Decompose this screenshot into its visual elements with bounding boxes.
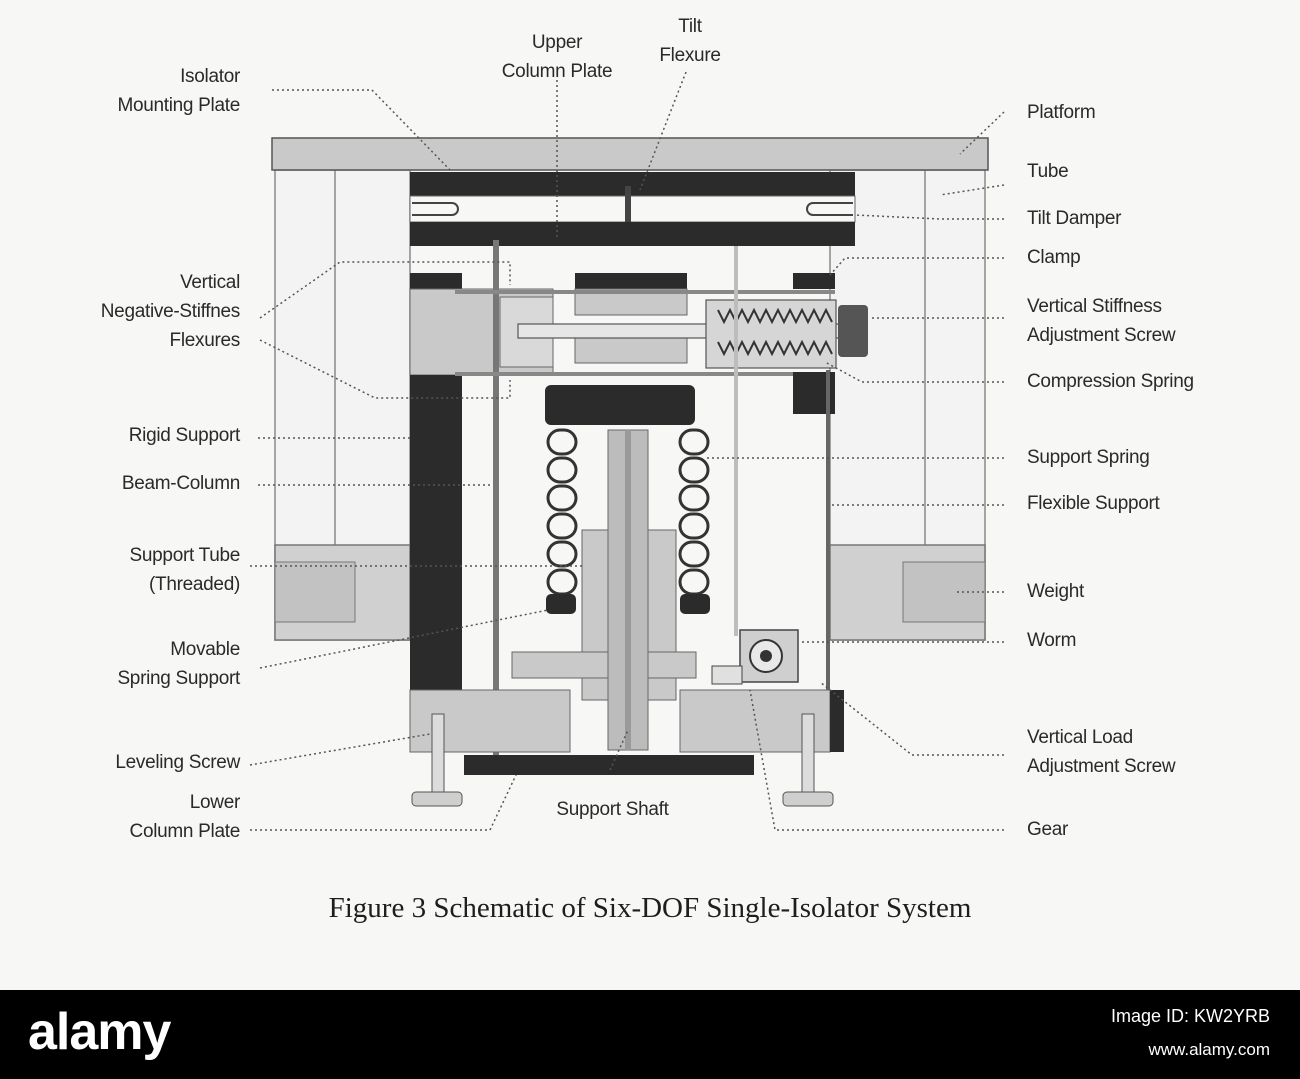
weight-right-block [902,561,986,623]
label-flexible-support: Flexible Support [1027,493,1160,514]
label-tube: Tube [1027,161,1069,182]
spring-seat-left [546,594,576,614]
label-support-spring: Support Spring [1027,447,1150,468]
label-isolator-mounting-plate: Isolator Mounting Plate [117,66,240,116]
brand-logo: alamy [28,1003,171,1061]
label-support-tube: Support Tube (Threaded) [129,545,241,595]
label-worm: Worm [1027,630,1077,651]
image-id: Image ID: KW2YRB [1110,1006,1270,1026]
gear [711,665,743,685]
platform-plate [271,137,989,171]
label-movable-spring-support: Movable Spring Support [117,639,240,689]
negative-stiffness-flexure-upper [455,290,835,294]
label-tilt-damper: Tilt Damper [1027,208,1122,229]
leveling-screw-left [431,713,445,795]
tilt-flexure [625,186,631,234]
right-clamp-top [793,273,835,289]
label-vertical-load-adjustment-screw: Vertical Load Adjustment Screw [1027,727,1176,777]
label-gear: Gear [1027,819,1069,840]
adjustment-knob [838,305,868,357]
lower-column-plate [464,755,754,775]
spring-housing [705,299,837,369]
rigid-support-top [410,273,462,289]
spring-cap [545,385,695,425]
rigid-support [410,375,462,690]
movable-spring-support [511,651,609,679]
leveling-screw-right [801,713,815,795]
label-clamp: Clamp [1027,247,1081,268]
label-weight: Weight [1027,581,1084,602]
label-tilt-flexure: Tilt Flexure [659,16,721,66]
label-platform: Platform [1027,102,1096,123]
figure-caption: Figure 3 Schematic of Six-DOF Single-Iso… [328,892,972,924]
tilt-damper-right [806,202,853,216]
weight-left-block [274,561,356,623]
upper-column-plate [410,222,855,246]
support-spring-coils [546,428,710,596]
label-beam-column: Beam-Column [121,473,240,494]
leader-lines [249,71,1005,831]
beam-column [493,240,499,760]
isolator-mounting-plate [410,172,855,196]
flexible-support [826,370,830,690]
spring-seat-right [680,594,710,614]
label-compression-spring: Compression Spring [1027,371,1194,392]
label-vertical-stiffness-adjustment-screw: Vertical Stiffness Adjustment Screw [1027,296,1176,346]
negative-stiffness-flexure-lower [455,372,835,376]
label-lower-column-plate: Lower Column Plate [129,792,241,842]
label-support-shaft: Support Shaft [556,799,669,820]
tilt-damper-left [412,202,459,216]
stock-footer-bar: alamy Image ID: KW2YRB www.alamy.com [0,990,1300,1079]
label-vertical-negative-stiffness-flexures: Vertical Negative-Stiffnes Flexures [100,272,241,351]
center-block-top [575,273,687,289]
label-leveling-screw: Leveling Screw [115,752,240,773]
label-rigid-support: Rigid Support [128,425,241,446]
isolator-schematic [249,71,1005,831]
diagram-canvas: Isolator Mounting Plate Upper Column Pla… [100,16,1195,924]
site-url: www.alamy.com [1148,1040,1270,1059]
label-upper-column-plate: Upper Column Plate [501,32,613,82]
